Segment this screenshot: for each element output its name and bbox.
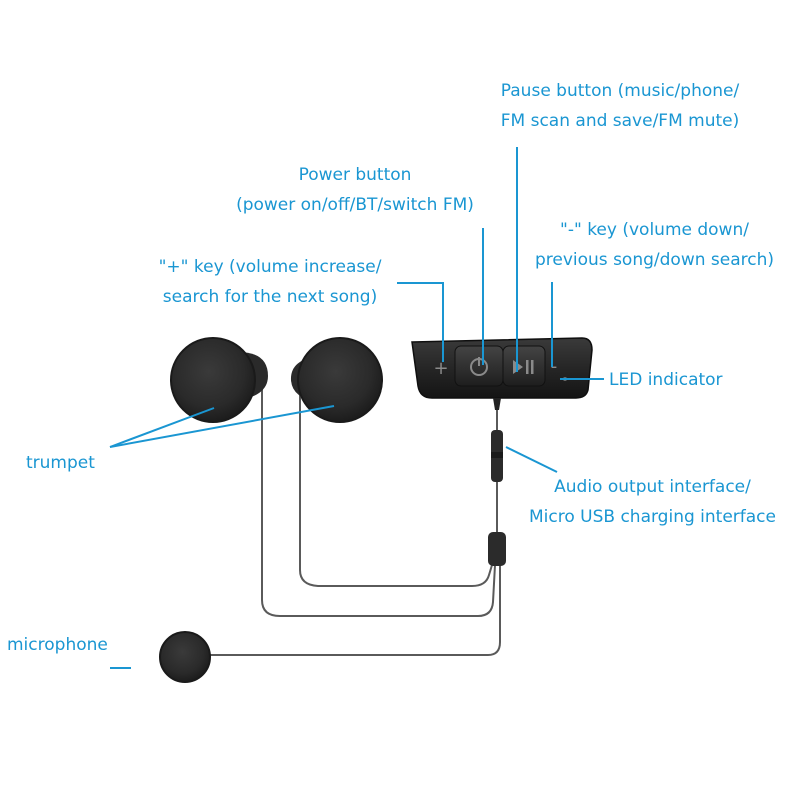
right-speaker bbox=[290, 337, 383, 423]
left-speaker bbox=[170, 337, 268, 423]
callout-lines bbox=[109, 147, 604, 669]
pause-button-label: Pause button (music/phone/ FM scan and s… bbox=[470, 76, 770, 136]
plus-label-line2: search for the next song) bbox=[162, 287, 378, 307]
minus-key-label: "-" key (volume down/ previous song/down… bbox=[512, 215, 797, 275]
audio-label-line2: Micro USB charging interface bbox=[529, 507, 776, 527]
microphone-label: microphone bbox=[7, 635, 108, 655]
cables bbox=[208, 385, 501, 656]
power-label-line2: (power on/off/BT/switch FM) bbox=[236, 195, 474, 215]
trumpet-label: trumpet bbox=[26, 453, 95, 473]
power-label-line1: Power button bbox=[298, 165, 412, 185]
minus-label-line1: "-" key (volume down/ bbox=[560, 220, 749, 240]
audio-connector bbox=[491, 430, 503, 482]
cable-splitter bbox=[488, 532, 506, 566]
plus-leader bbox=[397, 282, 444, 362]
trumpet-leader-left bbox=[109, 407, 215, 448]
plus-key[interactable]: + bbox=[433, 358, 448, 379]
pause-label-line2: FM scan and save/FM mute) bbox=[500, 111, 740, 131]
audio-interface-label: Audio output interface/ Micro USB chargi… bbox=[510, 472, 795, 532]
control-unit: + - bbox=[411, 337, 593, 410]
microphone-cable bbox=[208, 565, 501, 656]
pause-label-line1: Pause button (music/phone/ bbox=[500, 81, 740, 101]
minus-key[interactable]: - bbox=[551, 356, 558, 377]
trumpet-leader-right bbox=[109, 405, 335, 448]
power-button-label: Power button (power on/off/BT/switch FM) bbox=[205, 160, 505, 220]
led-indicator-label: LED indicator bbox=[609, 370, 723, 390]
microphone-device bbox=[159, 631, 211, 683]
minus-label-line2: previous song/down search) bbox=[534, 250, 774, 270]
plus-key-label: "+" key (volume increase/ search for the… bbox=[130, 252, 410, 312]
audio-label-line1: Audio output interface/ bbox=[554, 477, 751, 497]
audio-leader bbox=[505, 446, 558, 473]
pause-button[interactable] bbox=[502, 345, 546, 387]
left-speaker-cable bbox=[261, 385, 496, 617]
right-speaker-cable bbox=[299, 390, 493, 587]
plus-label-line1: "+" key (volume increase/ bbox=[158, 257, 382, 277]
power-icon bbox=[470, 357, 488, 376]
